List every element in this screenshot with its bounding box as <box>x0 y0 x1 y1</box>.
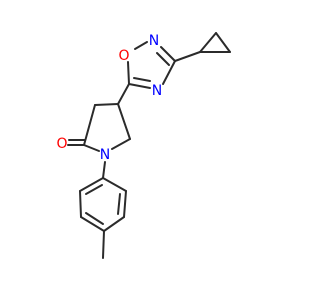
atom-label-N-lactam: N <box>100 147 110 163</box>
bond <box>162 60 176 85</box>
bond <box>117 193 121 215</box>
bond <box>117 103 131 140</box>
bond <box>102 161 106 179</box>
bond <box>102 177 127 192</box>
bond <box>85 212 104 225</box>
bond <box>80 216 105 232</box>
bond <box>123 190 127 218</box>
bonds <box>67 32 231 259</box>
bond <box>94 103 119 106</box>
atom-labels: O N N O N <box>56 33 162 163</box>
atom-label-O-carbonyl: O <box>56 136 67 152</box>
bond <box>199 32 217 53</box>
bond <box>156 52 170 66</box>
atom-label-N2: N <box>149 33 159 49</box>
atom-label-O1: O <box>118 48 129 64</box>
structure-svg: O N N O N <box>56 32 231 259</box>
bond <box>79 190 82 218</box>
bond <box>128 83 151 89</box>
bond <box>174 51 201 62</box>
bond <box>134 41 148 50</box>
bond <box>111 138 131 150</box>
bond <box>83 144 100 152</box>
bond <box>83 104 96 146</box>
bond <box>85 184 103 195</box>
molecule-diagram: O N N O N <box>56 32 231 259</box>
bond <box>102 230 105 259</box>
bond <box>117 83 130 105</box>
bond <box>215 32 231 53</box>
bond <box>160 46 176 62</box>
bond <box>127 61 130 85</box>
bond <box>79 177 104 192</box>
bond <box>103 216 125 232</box>
atom-label-N4: N <box>152 83 162 99</box>
bond <box>133 77 151 82</box>
